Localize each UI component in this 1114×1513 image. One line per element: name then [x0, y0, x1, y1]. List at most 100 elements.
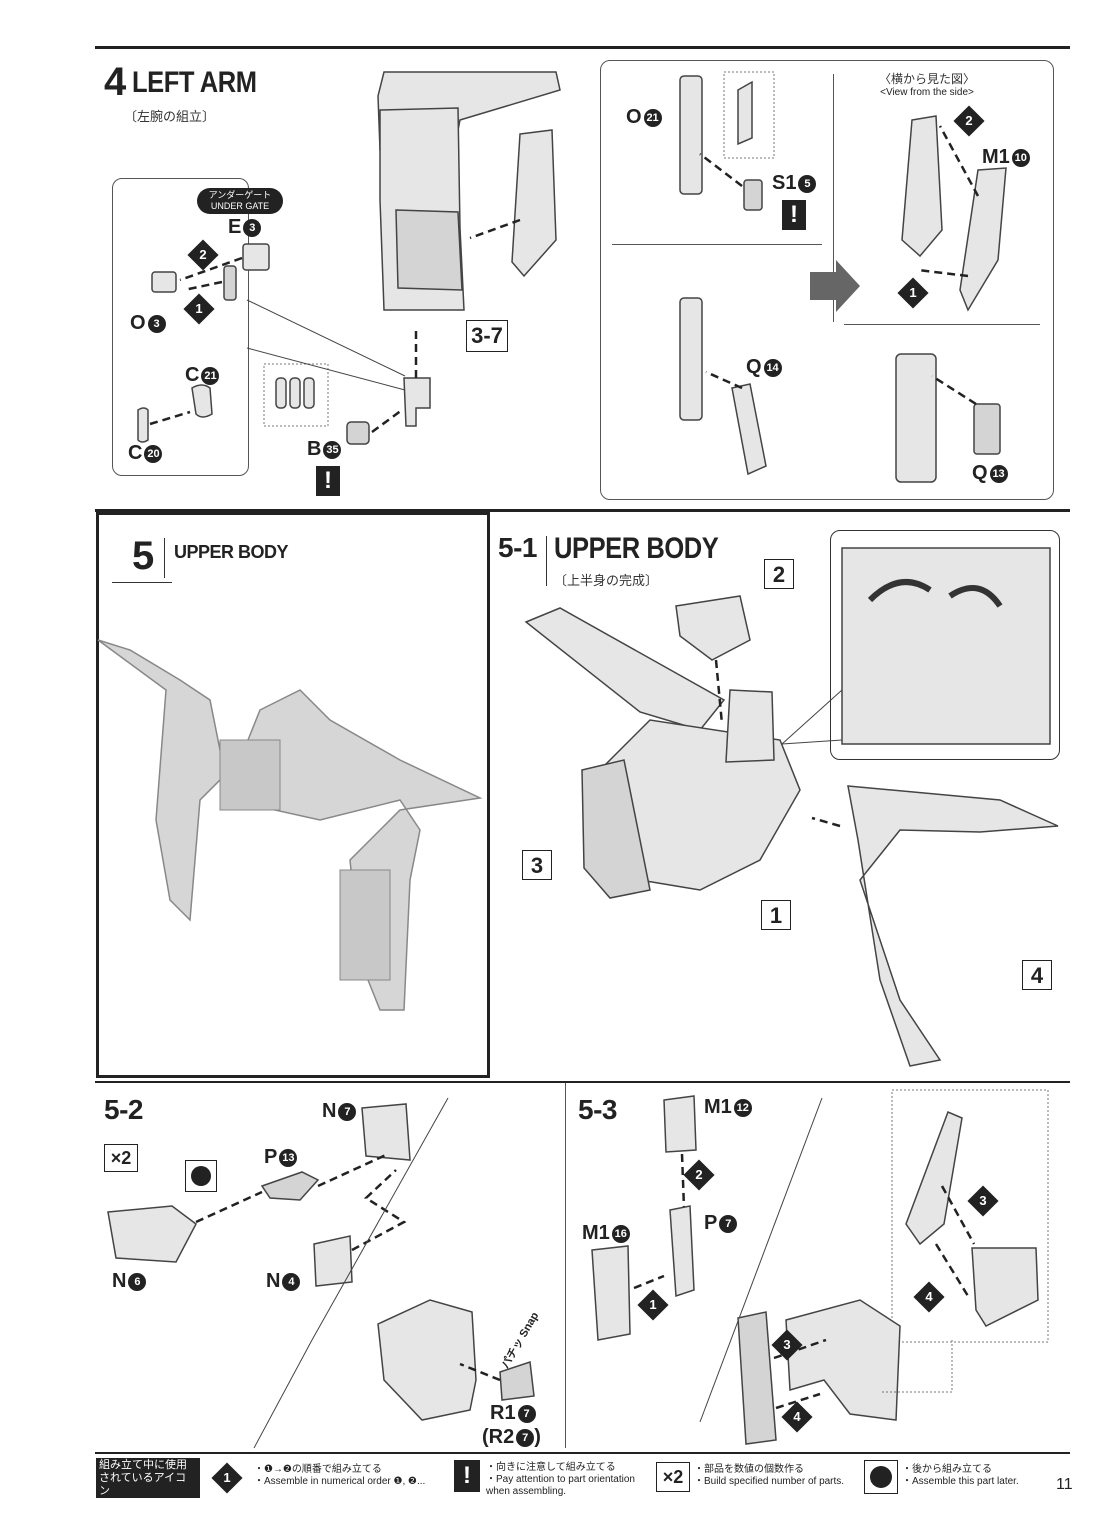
order-diamond-3: 3 [771, 1329, 803, 1361]
side-view-caption: 〈横から見た図〉 <View from the side> [852, 70, 1002, 98]
step4-left-drawings [137, 71, 561, 445]
part-q13-number: 13 [989, 464, 1008, 483]
warning-icon [454, 1460, 480, 1492]
part-n7-number: 7 [338, 1102, 357, 1121]
warning-mark: ! [463, 1462, 471, 1489]
legend-mult-en: ・Build specified number of parts. [694, 1476, 845, 1487]
part-s15-number: 5 [798, 174, 817, 193]
part-o3-letter: O [130, 312, 146, 334]
footer-rule [95, 1452, 1070, 1454]
under-gate-jp: アンダーゲート [208, 190, 272, 200]
part-s15-letter: S1 [772, 172, 797, 194]
small-parts [137, 243, 431, 445]
part-c21-number: 21 [201, 366, 220, 385]
part-q14-letter: Q [746, 356, 762, 378]
step51-subtitle: 〔上半身の完成〕 [554, 573, 659, 588]
warning-icon: ! [782, 200, 806, 230]
part-o21-number: 21 [643, 108, 662, 127]
part-n6-number: 6 [128, 1272, 147, 1291]
page-number: 11 [1056, 1476, 1073, 1493]
legend-title-en: Symbols used in instructions [99, 1499, 188, 1506]
part-e3-number: 3 [243, 218, 262, 237]
assemble-later-icon [864, 1460, 898, 1494]
next-arrow [810, 260, 860, 312]
part-m116-letter: M1 [582, 1222, 610, 1244]
legend-title-jp2: されているアイコン [99, 1472, 187, 1497]
step5-header: 5 UPPER BODY [112, 532, 412, 592]
divider [565, 1083, 566, 1448]
part-r17-number: 7 [517, 1404, 536, 1423]
step4-right-drawings [679, 71, 1007, 483]
step4-number: 4 [104, 60, 126, 104]
divider [612, 244, 822, 245]
top-rule [95, 46, 1070, 49]
order-diamond-4: 4 [913, 1281, 945, 1313]
under-gate-en: UNDER GATE [210, 201, 270, 211]
part-q14-number: 14 [763, 358, 782, 377]
divider [833, 74, 834, 322]
side-view-jp: 〈横から見た図〉 [878, 72, 975, 86]
left-arm-drawing [377, 71, 561, 311]
part-o21-letter: O [626, 106, 642, 128]
step5-number: 5 [132, 534, 154, 578]
part-p13-number: 13 [279, 1148, 298, 1167]
arrow [183, 280, 223, 292]
step51-drawings [524, 547, 1059, 1067]
step53-number: 5-3 [578, 1094, 617, 1125]
part-p13-letter: P [264, 1146, 278, 1168]
ref-box-1: 1 [761, 900, 791, 930]
legend-order: ・❶→❷の順番で組み立てる ・Assemble in numerical ord… [254, 1464, 444, 1510]
part-o3-number: 3 [147, 314, 166, 333]
part-n4-letter: N [266, 1270, 281, 1292]
part-b35-letter: B [307, 438, 322, 460]
arrow [179, 256, 243, 282]
divider [844, 324, 1040, 325]
part-r27-number: 7 [516, 1428, 535, 1447]
part-c21-letter: C [185, 364, 200, 386]
legend-later-jp: ・後から組み立てる [902, 1464, 992, 1475]
part-p7-number: 7 [719, 1214, 738, 1233]
upper-body-photo [97, 639, 483, 1011]
arrow [371, 408, 403, 434]
arrow [149, 410, 191, 426]
legend-mult-jp: ・部品を数値の個数作る [694, 1464, 804, 1475]
legend-later: ・後から組み立てる ・Assemble this part later. [902, 1464, 1032, 1510]
step4-sub-panel [112, 178, 249, 476]
part-m116-number: 16 [611, 1224, 630, 1243]
part-n6-letter: N [112, 1270, 127, 1292]
legend-orient-en: ・Pay attention to part orientation when … [486, 1474, 635, 1497]
legend-order-en: ・Assemble in numerical order ❶, ❷... [254, 1476, 426, 1487]
step4-header: 4 LEFT ARM 〔左腕の組立〕 [104, 60, 364, 130]
step4-subtitle: 〔左腕の組立〕 [124, 109, 216, 124]
legend-title: 組み立て中に使用 されているアイコン Symbols used in instr… [96, 1458, 200, 1506]
step51-title: UPPER BODY [554, 532, 719, 565]
part-b35-number: 35 [323, 440, 342, 459]
part-c20-letter: C [128, 442, 143, 464]
multiply-badge: ×2 [104, 1144, 138, 1172]
part-n4-number: 4 [282, 1272, 301, 1291]
part-e3-letter: E [228, 216, 242, 238]
part-r17-letter: R1 [490, 1402, 516, 1424]
step52-number: 5-2 [104, 1094, 143, 1125]
order-diamond-3: 3 [967, 1185, 999, 1217]
part-m112-number: 12 [733, 1098, 752, 1117]
ref-box-2: 2 [764, 559, 794, 589]
legend-mult: ・部品を数値の個数作る ・Build specified number of p… [694, 1464, 854, 1510]
